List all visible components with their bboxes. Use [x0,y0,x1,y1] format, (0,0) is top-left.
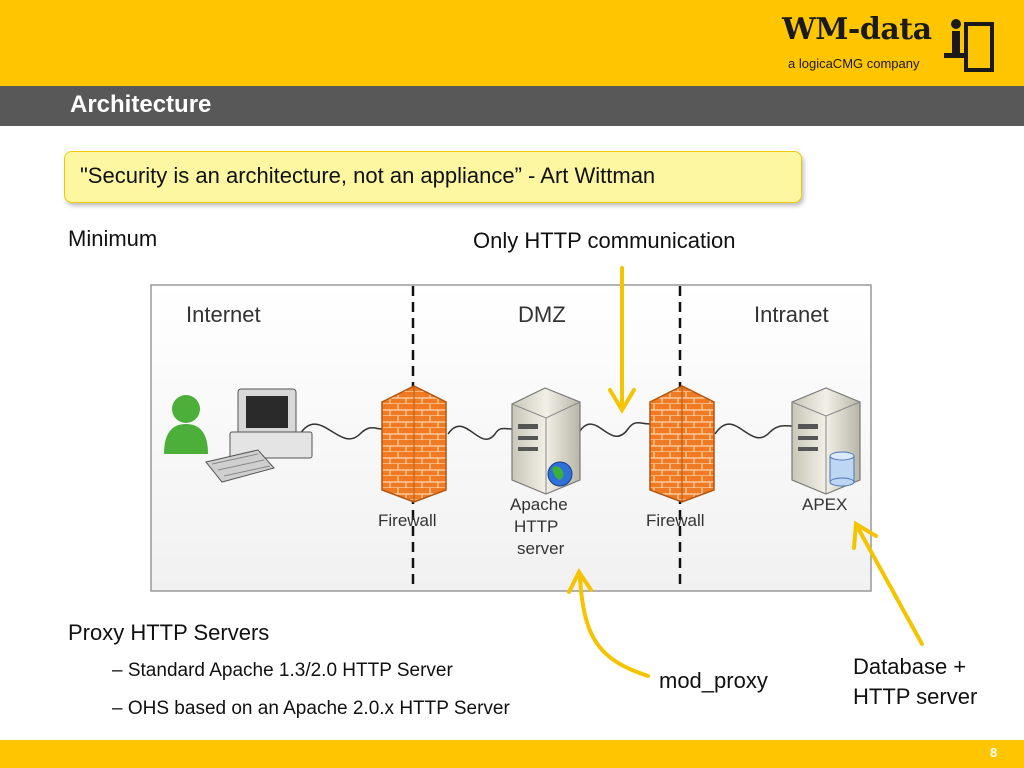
apache-label-line1: Apache [510,495,568,514]
zone-label-internet: Internet [186,302,261,327]
list-item-text: OHS based on an Apache 2.0.x HTTP Server [127,698,510,719]
only-http-label: Only HTTP communication [473,228,736,253]
logo-text: WM-data [782,12,932,47]
quote-box: "Security is an architecture, not an app… [64,151,802,203]
page-title: Architecture [70,91,212,118]
mod-proxy-label: mod_proxy [659,668,768,693]
list-item: – OHS based on an Apache 2.0.x HTTP Serv… [112,698,510,719]
globe-icon [547,461,573,487]
zone-label-intranet: Intranet [754,302,829,327]
top-banner [0,0,1024,86]
arrow-head [852,520,878,550]
user-icon [164,395,208,454]
architecture-diagram: Internet DMZ Intranet Firewall Apache HT… [150,284,872,592]
list-item-text: Standard Apache 1.3/2.0 HTTP Server [127,660,453,681]
network-cable [714,423,793,439]
db-server-label-line2: HTTP server [853,684,978,709]
zone-label-dmz: DMZ [518,302,566,327]
minimum-label: Minimum [68,226,158,251]
network-cable [299,423,383,440]
page-number: 8 [990,745,998,760]
quote-text: "Security is an architecture, not an app… [80,163,656,188]
arrow-mod-proxy [578,576,650,678]
computer-icon [205,388,313,483]
logo-subtitle: a logicaCMG company [788,56,920,71]
list-item: – Standard Apache 1.3/2.0 HTTP Server [112,660,453,681]
db-server-label-line1: Database + [853,654,967,679]
company-logo: WM-data a logicaCMG company [782,12,998,78]
network-cable [577,422,651,437]
logo-figure-icon [944,19,994,72]
database-icon [829,451,855,487]
firewall-label: Firewall [378,511,437,530]
list-heading: Proxy HTTP Servers [68,620,270,645]
arrow-apex [856,526,924,646]
firewall-icon [381,385,447,503]
apache-label-line2: HTTP [514,517,558,536]
network-cable [447,425,513,441]
firewall-label: Firewall [646,511,705,530]
title-bar [0,86,1024,126]
arrow-head [567,568,593,594]
apache-label-line3: server [517,539,565,558]
arrow-head [608,388,636,414]
apex-label: APEX [802,495,847,514]
firewall-icon [649,385,715,503]
footer-bar [0,740,1024,768]
